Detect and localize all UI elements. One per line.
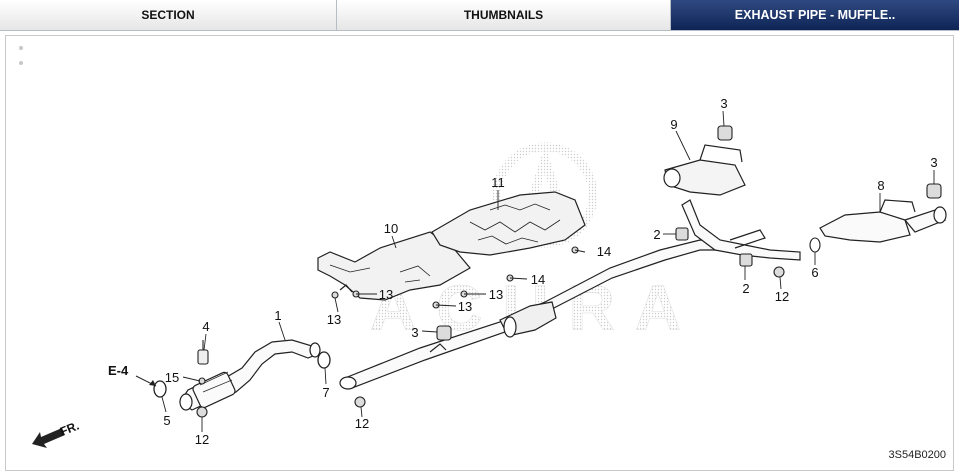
callout-part-9[interactable]: 9 xyxy=(670,117,677,132)
callout-part-15[interactable]: 15 xyxy=(165,370,179,385)
section-link-label: E-4 xyxy=(108,363,129,378)
leader-lines xyxy=(161,110,935,432)
callout-part-6[interactable]: 6 xyxy=(811,265,818,280)
callout-part-7[interactable]: 7 xyxy=(322,385,329,400)
callout-part-3[interactable]: 3 xyxy=(411,325,418,340)
diagram-ref-code: 3S54B0200 xyxy=(889,449,947,461)
front-pipe xyxy=(179,339,321,411)
flange-nut xyxy=(196,406,208,418)
callout-part-13[interactable]: 13 xyxy=(489,287,503,302)
front-arrow-icon xyxy=(32,428,65,448)
gasket-part-6 xyxy=(809,237,821,253)
hanger-mount xyxy=(739,253,753,267)
heat-shield-front xyxy=(317,231,471,301)
callout-part-14[interactable]: 14 xyxy=(597,244,611,259)
hanger-rubber xyxy=(717,125,733,141)
flange-nut xyxy=(773,266,785,278)
callouts: 3 3 8 9 2 2 12 6 11 10 14 14 13 13 13 13… xyxy=(163,96,937,447)
tab-section[interactable]: SECTION xyxy=(0,0,337,30)
callout-part-2[interactable]: 2 xyxy=(653,227,660,242)
callout-part-14[interactable]: 14 xyxy=(531,272,545,287)
callout-part-8[interactable]: 8 xyxy=(877,178,884,193)
hanger-rubber xyxy=(926,183,942,199)
oxygen-sensor xyxy=(197,340,209,365)
callout-part-13[interactable]: 13 xyxy=(458,299,472,314)
callout-part-12[interactable]: 12 xyxy=(195,432,209,447)
callout-part-13[interactable]: 13 xyxy=(379,287,393,302)
callout-part-3[interactable]: 3 xyxy=(720,96,727,111)
callout-part-10[interactable]: 10 xyxy=(384,221,398,236)
front-direction-label: FR. xyxy=(58,419,81,439)
callout-part-5[interactable]: 5 xyxy=(163,413,170,428)
gasket-part-7 xyxy=(317,351,331,369)
front-direction-indicator: FR. xyxy=(32,419,81,448)
tab-exhaust-pipe-muffler[interactable]: EXHAUST PIPE - MUFFLE.. xyxy=(671,0,959,30)
tab-bar: SECTION THUMBNAILS EXHAUST PIPE - MUFFLE… xyxy=(0,0,959,31)
bullet-marker xyxy=(19,46,23,50)
callout-part-4[interactable]: 4 xyxy=(202,319,209,334)
bolt xyxy=(331,291,339,299)
bullet-marker xyxy=(19,61,23,65)
heat-shield-center xyxy=(431,191,586,256)
callout-part-2[interactable]: 2 xyxy=(742,281,749,296)
callout-part-12[interactable]: 12 xyxy=(355,416,369,431)
callout-part-1[interactable]: 1 xyxy=(274,308,281,323)
muffler-right xyxy=(819,199,947,243)
muffler-left xyxy=(663,144,801,261)
section-link[interactable]: E-4 xyxy=(108,363,157,387)
callout-part-11[interactable]: 11 xyxy=(491,175,505,190)
callout-part-3[interactable]: 3 xyxy=(930,155,937,170)
callout-part-13[interactable]: 13 xyxy=(327,312,341,327)
flange-nut xyxy=(354,396,366,408)
gasket-part-5 xyxy=(153,380,167,398)
hanger-mount xyxy=(675,227,689,241)
hanger-rubber xyxy=(436,325,452,341)
tab-thumbnails[interactable]: THUMBNAILS xyxy=(337,0,671,30)
callout-part-12[interactable]: 12 xyxy=(775,289,789,304)
